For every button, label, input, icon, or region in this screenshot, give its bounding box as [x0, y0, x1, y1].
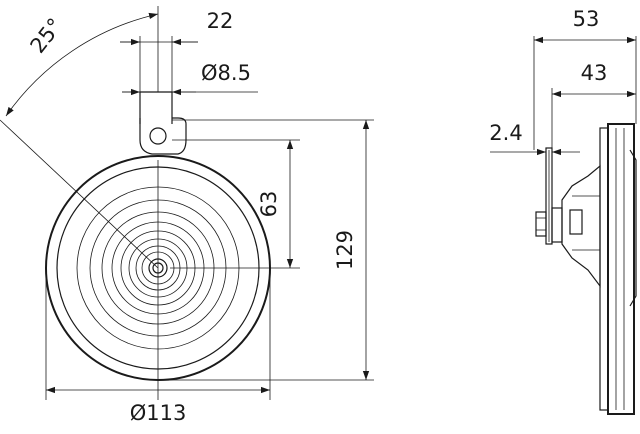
- overall-height-dimension: 129: [158, 119, 374, 381]
- body-depth-label: 43: [581, 61, 608, 85]
- side-view: 53 43 2.4: [489, 7, 637, 415]
- bracket-thickness-dimension: 2.4: [489, 121, 580, 156]
- body-diameter-dimension: Ø113: [45, 268, 271, 425]
- angle-dimension: 25°: [5, 6, 159, 117]
- mount-width-dimension: 22: [120, 9, 233, 92]
- front-view: 25° 22 Ø8.5 129: [0, 6, 374, 425]
- overall-depth-dimension: 53: [533, 7, 637, 150]
- hole-diameter-label: Ø8.5: [201, 61, 251, 85]
- side-bracket: [545, 147, 553, 245]
- body-diameter-label: Ø113: [130, 401, 187, 425]
- side-body: [561, 123, 637, 415]
- hole-center-dimension: 63: [170, 139, 300, 269]
- body-depth-dimension: 43: [551, 61, 636, 148]
- hole-diameter-dimension: Ø8.5: [122, 61, 258, 96]
- mounting-bracket: [139, 91, 187, 155]
- bracket-thickness-label: 2.4: [489, 121, 522, 145]
- overall-height-label: 129: [333, 230, 357, 270]
- angle-label: 25°: [26, 14, 68, 58]
- hole-center-label: 63: [257, 191, 281, 218]
- mount-width-label: 22: [207, 9, 234, 33]
- overall-depth-label: 53: [573, 7, 600, 31]
